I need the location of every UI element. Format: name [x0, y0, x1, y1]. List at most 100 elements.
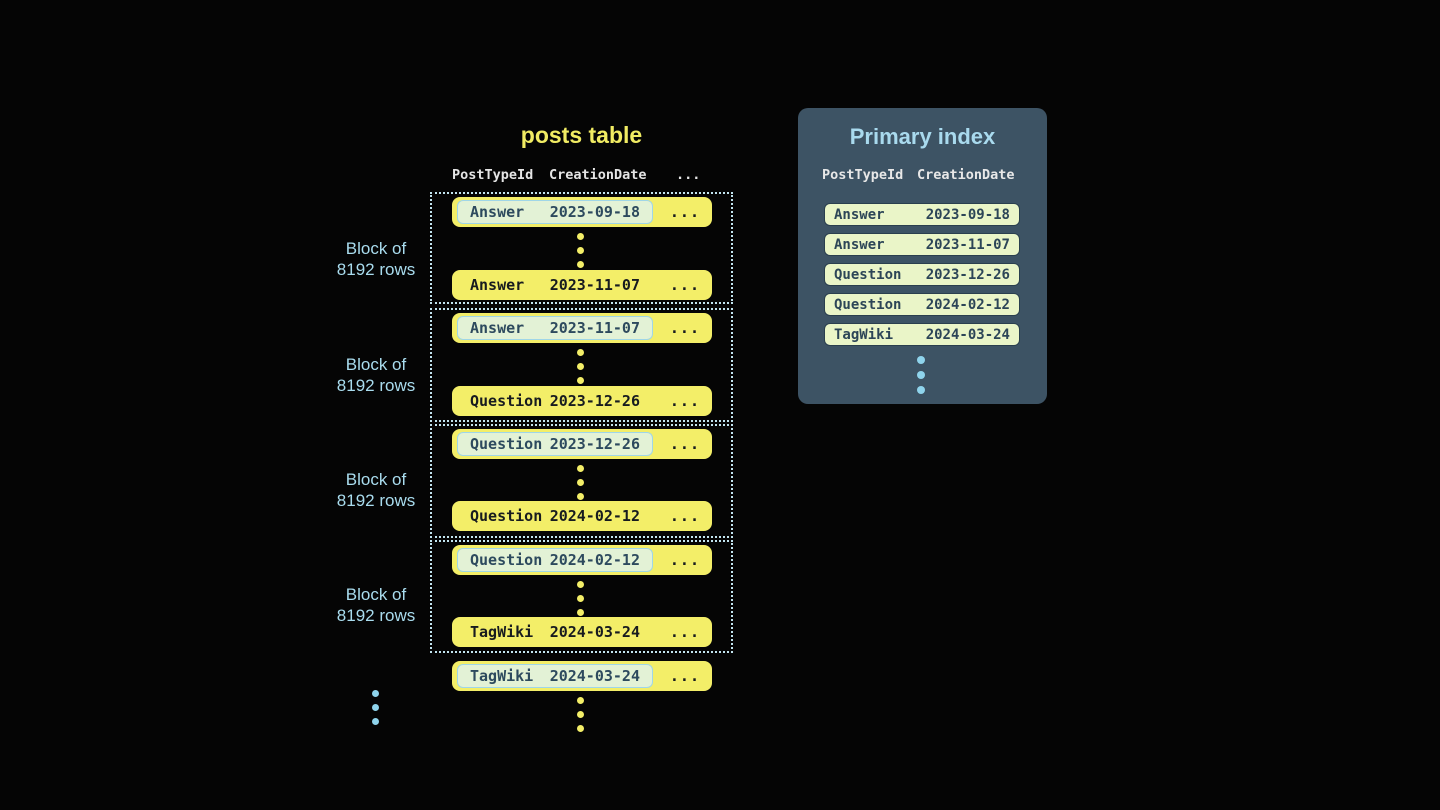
creation-date: 2023-09-18	[925, 206, 1010, 223]
row-ellipsis: ...	[669, 667, 700, 685]
vertical-ellipsis	[577, 349, 584, 384]
highlighted-index-cell: Question 2024-02-12	[457, 548, 653, 572]
creation-date: 2023-12-26	[549, 435, 640, 453]
vertical-ellipsis	[577, 233, 584, 268]
dot	[917, 356, 925, 364]
row-ellipsis: ...	[669, 551, 700, 569]
table-row: TagWiki 2024-03-24 ...	[452, 617, 712, 647]
posts-col-more: ...	[676, 167, 701, 183]
posts-col-posttypeid: PostTypeId	[452, 167, 534, 183]
index-row: TagWiki 2024-03-24	[824, 323, 1020, 346]
block-label-line2: 8192 rows	[336, 491, 416, 510]
block-label-line1: Block of	[345, 470, 407, 489]
posts-col-creationdate: CreationDate	[549, 167, 647, 183]
block-outline-3	[430, 424, 733, 538]
dot	[372, 718, 379, 725]
dot	[577, 493, 584, 500]
creation-date: 2024-02-12	[549, 507, 640, 525]
row-cell: TagWiki 2024-03-24	[457, 620, 653, 644]
post-type: Answer	[470, 276, 525, 294]
vertical-ellipsis	[372, 690, 379, 725]
table-row: Question 2024-02-12 ...	[452, 545, 712, 575]
post-type: TagWiki	[470, 667, 534, 685]
block-outline-4	[430, 540, 733, 653]
vertical-ellipsis	[577, 465, 584, 500]
dot	[577, 581, 584, 588]
dot	[577, 261, 584, 268]
table-row: Answer 2023-11-07 ...	[452, 270, 712, 300]
creation-date: 2023-11-07	[549, 319, 640, 337]
dot	[917, 386, 925, 394]
post-type: TagWiki	[470, 623, 534, 641]
post-type: Question	[470, 507, 543, 525]
post-type: Question	[834, 266, 902, 283]
post-type: Question	[470, 392, 543, 410]
row-ellipsis: ...	[669, 276, 700, 294]
row-ellipsis: ...	[669, 507, 700, 525]
post-type: Answer	[470, 319, 525, 337]
post-type: Question	[470, 551, 543, 569]
row-cell: Question 2024-02-12	[457, 504, 653, 528]
table-row: TagWiki 2024-03-24 ...	[452, 661, 712, 691]
block-outline-1	[430, 192, 733, 304]
index-col-creationdate: CreationDate	[917, 167, 1015, 183]
dot	[577, 465, 584, 472]
posts-table-title: posts table	[520, 122, 643, 148]
highlighted-index-cell: Answer 2023-11-07	[457, 316, 653, 340]
index-row: Question 2024-02-12	[824, 293, 1020, 316]
vertical-ellipsis	[917, 356, 925, 394]
block-label-line1: Block of	[345, 239, 407, 258]
dot	[577, 247, 584, 254]
dot	[372, 690, 379, 697]
creation-date: 2024-03-24	[925, 326, 1010, 343]
table-row: Question 2023-12-26 ...	[452, 429, 712, 459]
post-type: TagWiki	[834, 326, 894, 343]
block-label-1: Block of 8192 rows	[316, 238, 436, 280]
block-label-3: Block of 8192 rows	[316, 469, 436, 511]
block-label-line2: 8192 rows	[336, 606, 416, 625]
dot	[577, 479, 584, 486]
creation-date: 2023-11-07	[549, 276, 640, 294]
row-cell: Answer 2023-11-07	[457, 273, 653, 297]
block-label-line2: 8192 rows	[336, 376, 416, 395]
index-row: Answer 2023-11-07	[824, 233, 1020, 256]
dot	[577, 595, 584, 602]
block-label-line1: Block of	[345, 355, 407, 374]
creation-date: 2024-03-24	[549, 667, 640, 685]
index-row: Question 2023-12-26	[824, 263, 1020, 286]
post-type: Answer	[834, 206, 885, 223]
index-col-posttypeid: PostTypeId	[822, 167, 904, 183]
creation-date: 2023-12-26	[925, 266, 1010, 283]
creation-date: 2024-03-24	[549, 623, 640, 641]
index-row: Answer 2023-09-18	[824, 203, 1020, 226]
row-ellipsis: ...	[669, 319, 700, 337]
creation-date: 2024-02-12	[549, 551, 640, 569]
creation-date: 2024-02-12	[925, 296, 1010, 313]
block-label-line2: 8192 rows	[336, 260, 416, 279]
dot	[577, 233, 584, 240]
table-row: Answer 2023-09-18 ...	[452, 197, 712, 227]
block-label-4: Block of 8192 rows	[316, 584, 436, 626]
block-outline-2	[430, 308, 733, 422]
row-ellipsis: ...	[669, 392, 700, 410]
post-type: Question	[834, 296, 902, 313]
post-type: Answer	[834, 236, 885, 253]
block-label-2: Block of 8192 rows	[316, 354, 436, 396]
dot	[917, 371, 925, 379]
dot	[577, 711, 584, 718]
row-ellipsis: ...	[669, 435, 700, 453]
dot	[577, 697, 584, 704]
highlighted-index-cell: Answer 2023-09-18	[457, 200, 653, 224]
dot	[577, 363, 584, 370]
primary-index-panel: Primary index PostTypeId CreationDate An…	[798, 108, 1047, 404]
creation-date: 2023-12-26	[549, 392, 640, 410]
creation-date: 2023-11-07	[925, 236, 1010, 253]
vertical-ellipsis	[577, 581, 584, 616]
post-type: Answer	[470, 203, 525, 221]
block-label-line1: Block of	[345, 585, 407, 604]
dot	[577, 349, 584, 356]
table-row: Question 2024-02-12 ...	[452, 501, 712, 531]
dot	[577, 609, 584, 616]
dot	[577, 377, 584, 384]
